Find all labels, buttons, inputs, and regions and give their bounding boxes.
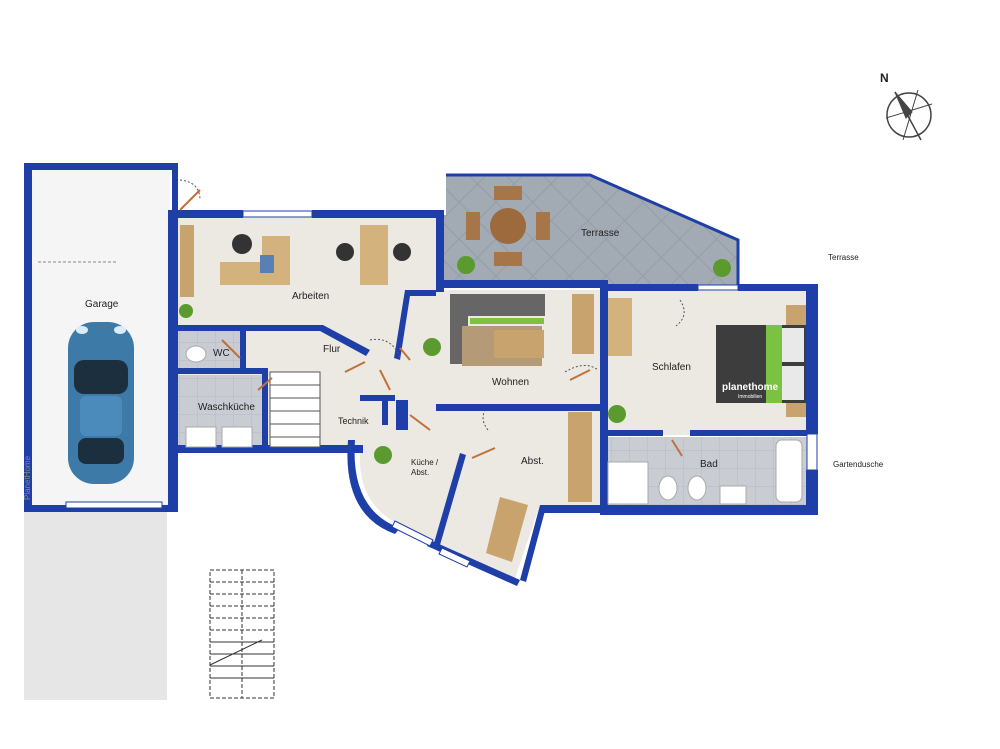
door-swings — [179, 189, 683, 459]
label-arbeiten: Arbeiten — [292, 291, 329, 302]
label-garage: Garage — [85, 299, 119, 310]
label-technik: Technik — [338, 416, 369, 426]
stairs-inside — [269, 371, 321, 448]
sofa-furniture — [450, 294, 632, 366]
label-wohnen: Wohnen — [492, 377, 529, 388]
label-abst: Abst. — [521, 456, 544, 467]
compass-north-label: N — [880, 71, 889, 85]
label-wc: WC — [213, 348, 230, 359]
wc-fixtures — [185, 345, 253, 448]
windows — [242, 210, 818, 568]
desk-furniture — [180, 225, 411, 297]
label-kueche-line2: Abst. — [411, 468, 429, 477]
plant-icons — [179, 256, 731, 464]
terrace-table — [466, 186, 550, 266]
door-arcs — [179, 179, 685, 431]
stairs-outside — [209, 569, 275, 699]
label-flur: Flur — [323, 344, 341, 355]
label-terrasse-outer: Terrasse — [828, 253, 859, 262]
label-schlafen: Schlafen — [652, 362, 691, 373]
walls — [168, 210, 818, 586]
compass-icon — [885, 89, 933, 141]
label-terrasse-inner: Terrasse — [581, 228, 620, 239]
side-watermark: PlanetHome — [23, 455, 32, 500]
bed-logo: planethome — [722, 382, 779, 393]
storage-shelves — [486, 412, 592, 562]
label-waschkueche: Waschküche — [198, 402, 255, 413]
car-icon — [68, 322, 134, 484]
bath-fixtures — [607, 439, 803, 505]
label-bad: Bad — [700, 459, 718, 470]
bed-logo-sub: Immobilien — [738, 394, 762, 400]
label-kueche-line1: Küche / — [411, 458, 439, 467]
label-gartendusche: Gartendusche — [833, 460, 884, 469]
driveway-pad — [24, 512, 167, 700]
bed-furniture — [716, 305, 806, 417]
